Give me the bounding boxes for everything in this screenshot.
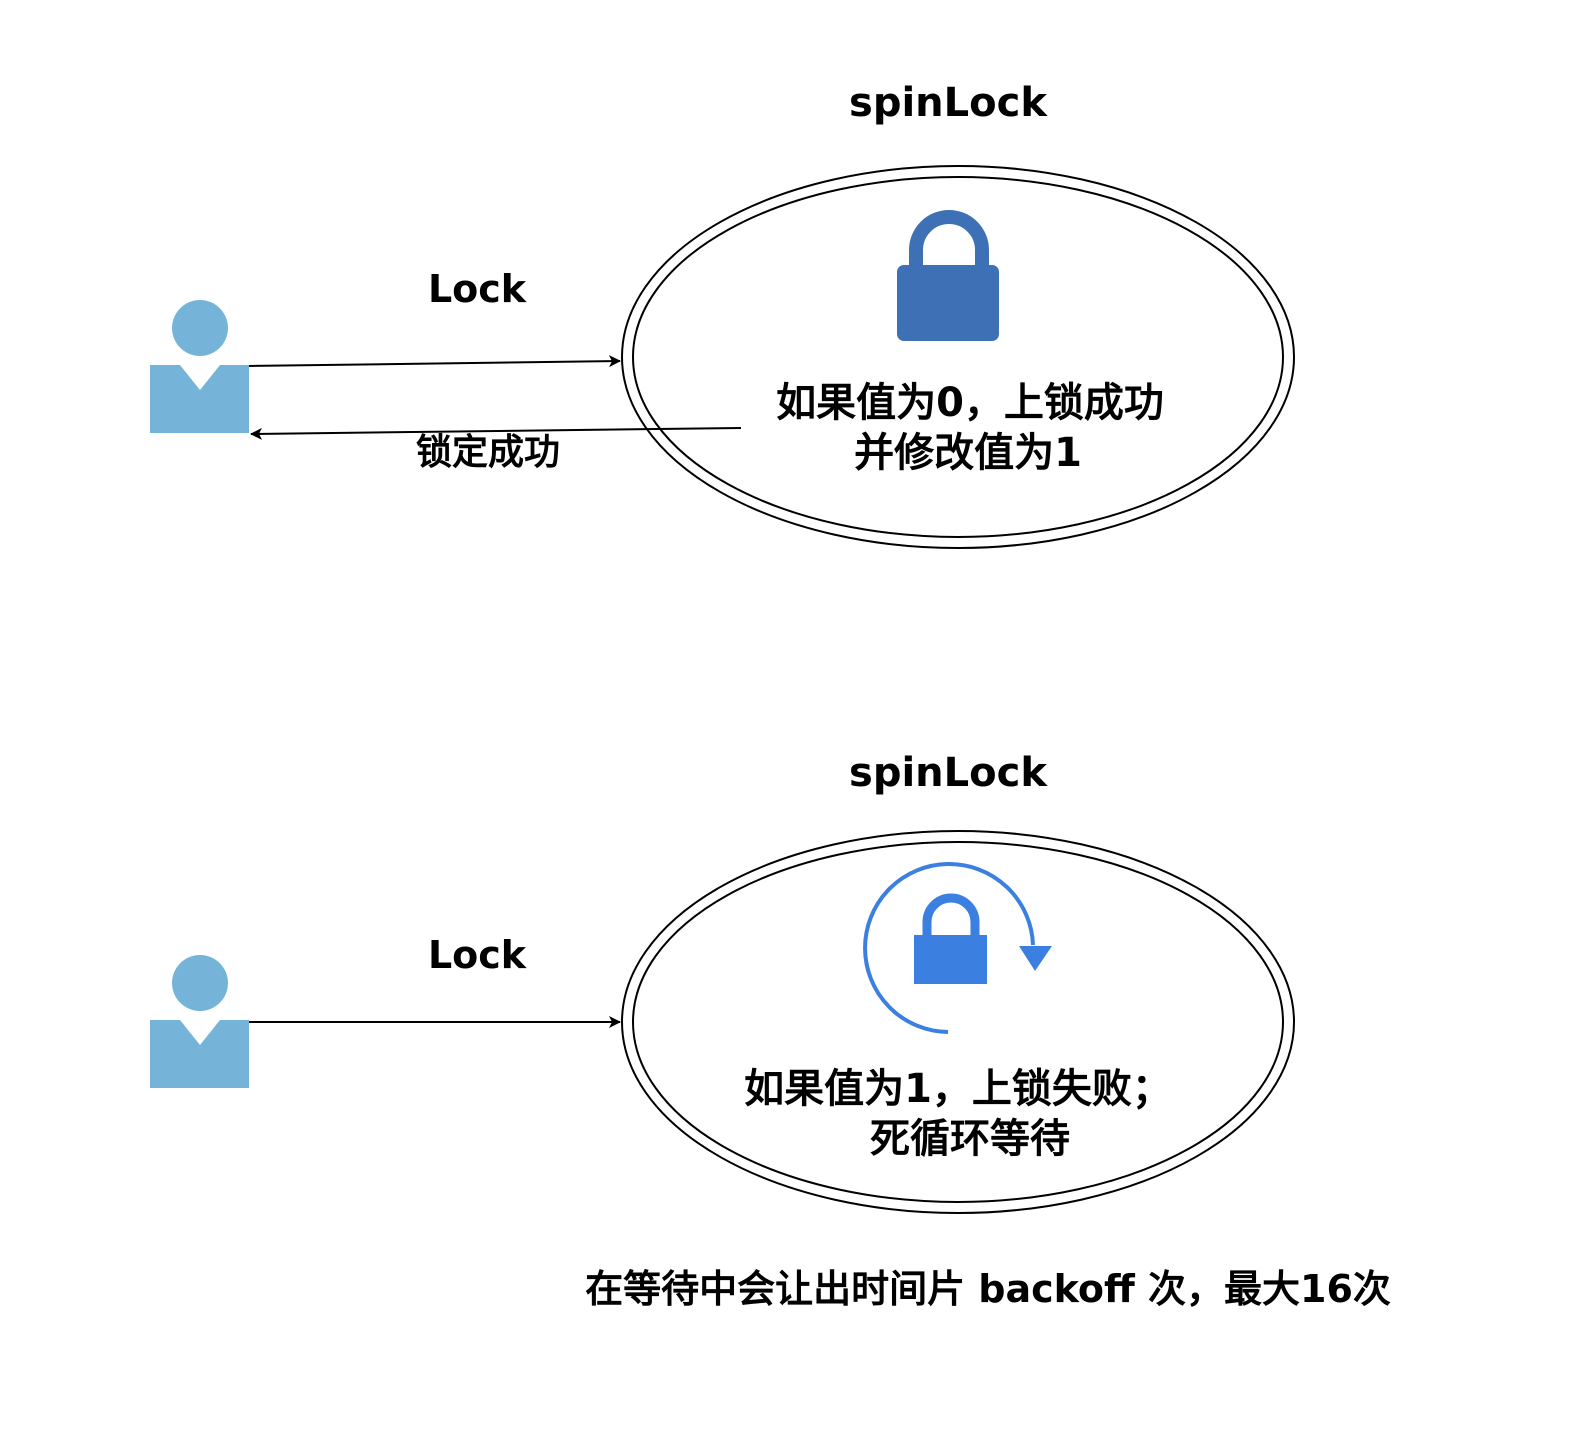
lock-request-label: Lock <box>428 933 527 977</box>
bottom-panel: spinLock Lock 如果值为1，上锁失败； 死循环等待 <box>150 750 1295 1214</box>
lock-spin-icon <box>914 893 987 984</box>
top-panel: spinLock Lock 锁定成功 如果值为0，上锁成功 并修改值为1 <box>150 80 1295 549</box>
state-text-line2: 死循环等待 <box>870 1116 1070 1162</box>
backoff-footnote: 在等待中会让出时间片 backoff 次，最大16次 <box>585 1267 1391 1311</box>
spinlock-state-ellipse <box>621 165 1295 549</box>
user-icon <box>150 300 249 433</box>
lock-request-label: Lock <box>428 267 527 311</box>
lock-success-label: 锁定成功 <box>416 432 560 473</box>
user-icon <box>150 955 249 1088</box>
state-text-line1: 如果值为0，上锁成功 <box>776 380 1164 426</box>
spin-arrow-icon <box>863 862 1052 1034</box>
top-title: spinLock <box>849 80 1048 126</box>
state-text-line2: 并修改值为1 <box>854 430 1082 476</box>
state-text-line1: 如果值为1，上锁失败； <box>744 1066 1172 1112</box>
lock-icon <box>897 210 999 341</box>
bottom-title: spinLock <box>849 750 1048 796</box>
lock-request-arrow <box>248 355 621 368</box>
spinlock-state-ellipse <box>621 830 1295 1214</box>
